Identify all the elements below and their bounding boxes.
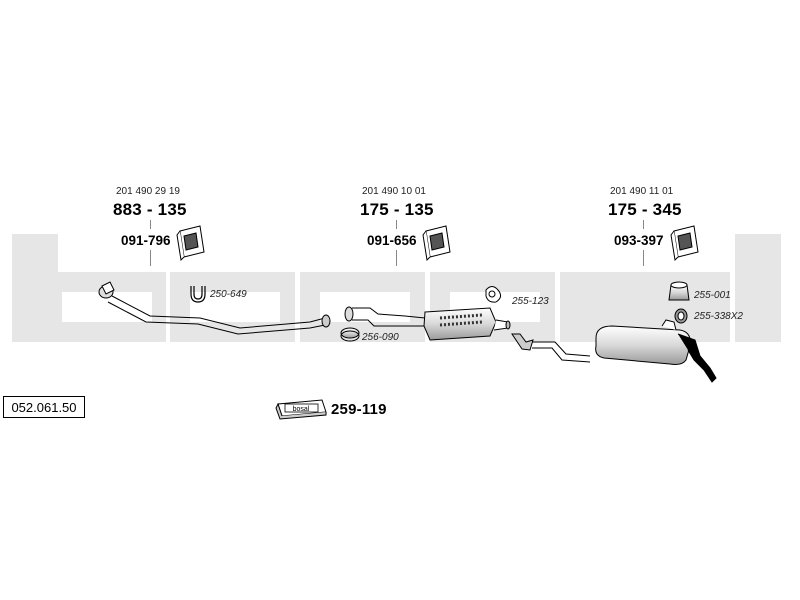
catalog-number: 052.061.50 — [3, 396, 85, 418]
leader-line — [643, 250, 644, 266]
middle-silencer-icon[interactable] — [423, 307, 511, 341]
connecting-pipe-icon[interactable] — [511, 333, 591, 363]
u-clamp-icon[interactable] — [190, 286, 206, 303]
oe-number-1: 201 490 29 19 — [116, 186, 180, 197]
front-pipe-icon[interactable] — [98, 281, 331, 335]
rubber-hanger-icon[interactable] — [485, 286, 502, 303]
kit-box-icon[interactable]: bosal — [275, 399, 327, 420]
rubber-mount-icon[interactable] — [668, 281, 690, 301]
leader-line — [396, 220, 397, 229]
leader-line — [643, 220, 644, 229]
rear-silencer-icon[interactable] — [595, 319, 717, 383]
gasket-ring-icon[interactable] — [340, 327, 360, 342]
mounting-bracket-icon[interactable] — [422, 225, 451, 262]
bracket-number-2[interactable]: 091-656 — [367, 233, 417, 248]
intermediate-pipe-icon[interactable] — [344, 306, 426, 327]
rubber-ring-icon[interactable] — [674, 308, 688, 324]
leader-line — [396, 250, 397, 266]
part-number-2[interactable]: 175 - 135 — [360, 200, 434, 219]
leader-line — [150, 250, 151, 266]
oe-number-2: 201 490 10 01 — [362, 186, 426, 197]
part-number-3[interactable]: 175 - 345 — [608, 200, 682, 219]
mounting-bracket-icon[interactable] — [176, 225, 205, 262]
clamp-u-ref[interactable]: 250-649 — [210, 289, 247, 300]
rubber-hanger-ref[interactable]: 255-123 — [512, 296, 549, 307]
rubber-ring-ref[interactable]: 255-338X2 — [694, 311, 743, 322]
kit-number[interactable]: 259-119 — [331, 401, 387, 418]
gasket-ring-ref[interactable]: 256-090 — [362, 332, 399, 343]
kit-box-label: bosal — [293, 406, 310, 413]
bracket-number-3[interactable]: 093-397 — [614, 233, 664, 248]
rubber-mount-ref[interactable]: 255-001 — [694, 290, 731, 301]
oe-number-3: 201 490 11 01 — [610, 186, 674, 197]
leader-line — [150, 220, 151, 229]
part-number-1[interactable]: 883 - 135 — [113, 200, 187, 219]
mounting-bracket-icon[interactable] — [670, 225, 699, 262]
bracket-number-1[interactable]: 091-796 — [121, 233, 171, 248]
